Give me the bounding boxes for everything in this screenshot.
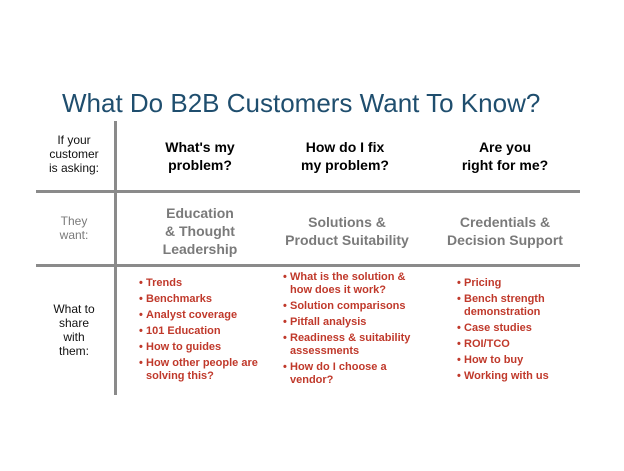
list-item: How do I choose a vendor? bbox=[283, 361, 423, 387]
list-item: Working with us bbox=[457, 370, 582, 383]
list-item: Solution comparisons bbox=[283, 300, 423, 313]
list-item: Trends bbox=[139, 277, 267, 290]
want-line: Education bbox=[166, 205, 234, 221]
share-list-col-1: Trends Benchmarks Analyst coverage 101 E… bbox=[139, 277, 267, 386]
row-label-line: If your bbox=[57, 133, 91, 147]
want-line: Leadership bbox=[162, 241, 238, 257]
list-item: Case studies bbox=[457, 322, 582, 335]
list-item: What is the solution & how does it work? bbox=[283, 271, 423, 297]
list-item: How other people are solving this? bbox=[139, 357, 267, 383]
list-item: ROI/TCO bbox=[457, 338, 582, 351]
question-line: right for me? bbox=[461, 157, 549, 173]
list-item: Pitfall analysis bbox=[283, 316, 423, 329]
question-line: my problem? bbox=[301, 157, 389, 173]
row-label-line: What to bbox=[53, 302, 95, 316]
row-label-line: them: bbox=[58, 344, 89, 358]
row-label-share: What to share with them: bbox=[40, 302, 108, 358]
list-item: Benchmarks bbox=[139, 293, 267, 306]
list-item: How to buy bbox=[457, 354, 582, 367]
row-label-line: customer bbox=[49, 147, 99, 161]
share-list-col-2: What is the solution & how does it work?… bbox=[283, 271, 423, 390]
want-line: Credentials & bbox=[459, 214, 551, 230]
list-item: Readiness & suitability assessments bbox=[283, 332, 423, 358]
want-col-1: Education & Thought Leadership bbox=[125, 204, 275, 258]
question-col-2: How do I fix my problem? bbox=[270, 138, 420, 174]
vertical-divider bbox=[114, 121, 117, 395]
want-line: Solutions & bbox=[308, 214, 386, 230]
want-line: & Thought bbox=[165, 223, 235, 239]
question-line: How do I fix bbox=[305, 139, 385, 155]
horizontal-divider-1 bbox=[36, 190, 580, 193]
list-item: Pricing bbox=[457, 277, 582, 290]
want-col-3: Credentials & Decision Support bbox=[430, 213, 580, 249]
row-label-want: They want: bbox=[40, 214, 108, 242]
question-line: Are you bbox=[478, 139, 532, 155]
row-label-line: want: bbox=[59, 228, 89, 242]
horizontal-divider-2 bbox=[36, 264, 580, 267]
list-item: How to guides bbox=[139, 341, 267, 354]
want-line: Decision Support bbox=[447, 232, 563, 248]
share-list-col-3: Pricing Bench strength demonstration Cas… bbox=[457, 277, 582, 386]
list-item: Bench strength demonstration bbox=[457, 293, 582, 319]
question-line: problem? bbox=[168, 157, 232, 173]
row-label-line: is asking: bbox=[48, 161, 100, 175]
page-title: What Do B2B Customers Want To Know? bbox=[62, 88, 541, 118]
list-item: Analyst coverage bbox=[139, 309, 267, 322]
want-line: Product Suitability bbox=[285, 232, 409, 248]
row-label-line: share bbox=[58, 316, 90, 330]
row-label-asking: If your customer is asking: bbox=[40, 133, 108, 175]
question-line: What's my bbox=[165, 139, 235, 155]
row-label-line: with bbox=[63, 330, 85, 344]
question-col-3: Are you right for me? bbox=[430, 138, 580, 174]
question-col-1: What's my problem? bbox=[125, 138, 275, 174]
list-item: 101 Education bbox=[139, 325, 267, 338]
row-label-line: They bbox=[60, 214, 88, 228]
want-col-2: Solutions & Product Suitability bbox=[268, 213, 426, 249]
